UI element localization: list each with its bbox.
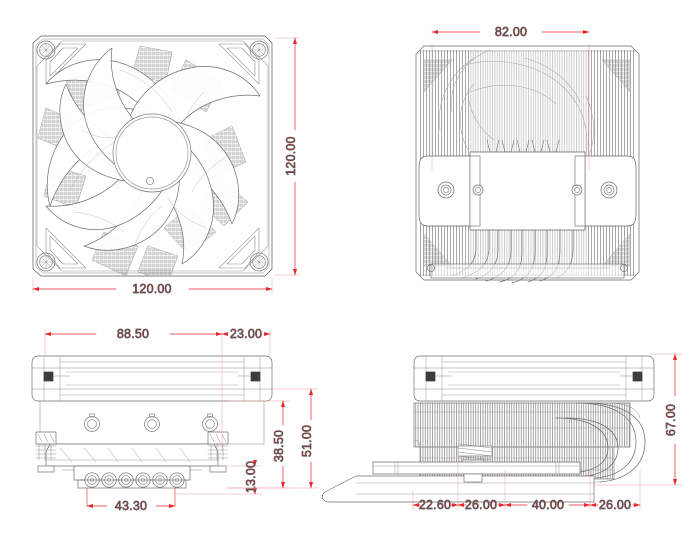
base-assembly xyxy=(35,431,229,489)
dimension-heatpipe-span: 43.30 xyxy=(86,487,263,513)
bracket-screws xyxy=(437,181,618,199)
dimension-label-heatsink-width: 82.00 xyxy=(495,25,527,39)
dimension-total-height: 51.00 xyxy=(227,388,319,489)
dimension-fan-width: 120.00 xyxy=(32,277,273,296)
dimension-label-left-offset: 22.60 xyxy=(419,498,451,512)
dimension-heatsink-width: 82.00 xyxy=(431,25,590,171)
dimension-label-fin-span: 88.50 xyxy=(117,327,149,341)
mounting-bracket xyxy=(418,151,637,231)
dimension-label-segment-3: 26.00 xyxy=(599,498,631,512)
view-front-elevation: 88.50 23.00 13.00 38.50 xyxy=(31,327,319,513)
spring-mount-right xyxy=(207,431,229,473)
fan-hub xyxy=(112,113,192,193)
dimension-label-total-height: 51.00 xyxy=(300,425,314,457)
fan-edge-profile-side xyxy=(413,355,655,402)
dimension-label-fan-height: 120.00 xyxy=(284,136,298,175)
dimension-overhang: 23.00 xyxy=(221,327,271,357)
dimension-fin-span: 88.50 xyxy=(44,327,223,453)
dimension-chain-bottom: 22.60 26.00 40.00 26.00 xyxy=(412,449,641,512)
dimension-fan-height: 120.00 xyxy=(273,37,300,276)
dimension-label-body-height: 38.50 xyxy=(272,430,286,462)
dimension-label-overhang: 23.00 xyxy=(230,327,262,341)
view-heatsink-bottom: 82.00 xyxy=(415,25,640,284)
view-fan-front: 120.00 120.00 xyxy=(32,35,300,296)
view-side-elevation: 67.00 22.60 26.00 40.00 26.00 xyxy=(321,353,683,512)
dimension-label-heatpipe-span: 43.30 xyxy=(115,499,147,513)
dimension-baseplate-height: 13.00 xyxy=(217,459,263,495)
dimension-overall-height: 67.00 xyxy=(593,353,683,486)
dimension-label-segment-2: 40.00 xyxy=(532,498,564,512)
fin-clips xyxy=(84,413,218,432)
heatpipes-side-view xyxy=(555,402,646,483)
spring-mount-left xyxy=(35,431,57,473)
dimension-label-baseplate-height: 13.00 xyxy=(244,461,258,493)
dimension-label-segment-1: 26.00 xyxy=(465,498,497,512)
fan-edge-profile xyxy=(31,355,273,402)
dimension-label-fan-width: 120.00 xyxy=(132,282,171,296)
fan-mount-holes xyxy=(36,40,269,272)
dimension-body-height: 38.50 xyxy=(227,400,291,489)
dimension-label-overall-height: 67.00 xyxy=(664,404,678,436)
